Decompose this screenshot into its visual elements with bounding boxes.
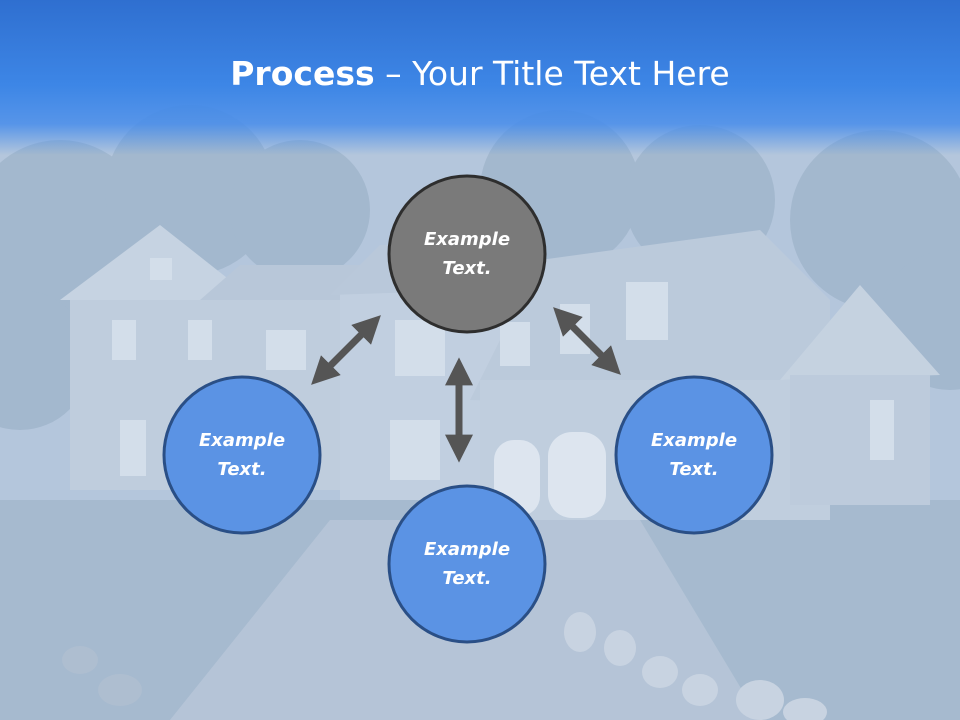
node-bottom-label: Example Text. [387, 535, 547, 593]
node-right-line2: Text. [669, 459, 719, 480]
title-rest: Your Title Text Here [412, 54, 730, 93]
title-bold-part: Process [230, 54, 375, 93]
node-bottom-circle [387, 484, 547, 644]
slide-title: Process – Your Title Text Here [0, 52, 960, 96]
node-center-label: Example Text. [387, 225, 547, 283]
node-right-label: Example Text. [614, 426, 774, 484]
node-center-line2: Text. [442, 258, 492, 279]
node-bottom-line1: Example [423, 539, 511, 560]
node-bottom-line2: Text. [442, 568, 492, 589]
node-center-circle [387, 174, 547, 334]
node-center-line1: Example [423, 229, 511, 250]
node-left-circle [162, 375, 322, 535]
node-left-line2: Text. [217, 459, 267, 480]
title-bar [0, 0, 960, 155]
title-dash: – [374, 54, 413, 93]
node-right-circle [614, 375, 774, 535]
connector-center-left [311, 315, 381, 385]
node-left-line1: Example [198, 430, 286, 451]
node-left-label: Example Text. [162, 426, 322, 484]
connector-center-right [553, 307, 621, 375]
node-right-line1: Example [650, 430, 738, 451]
